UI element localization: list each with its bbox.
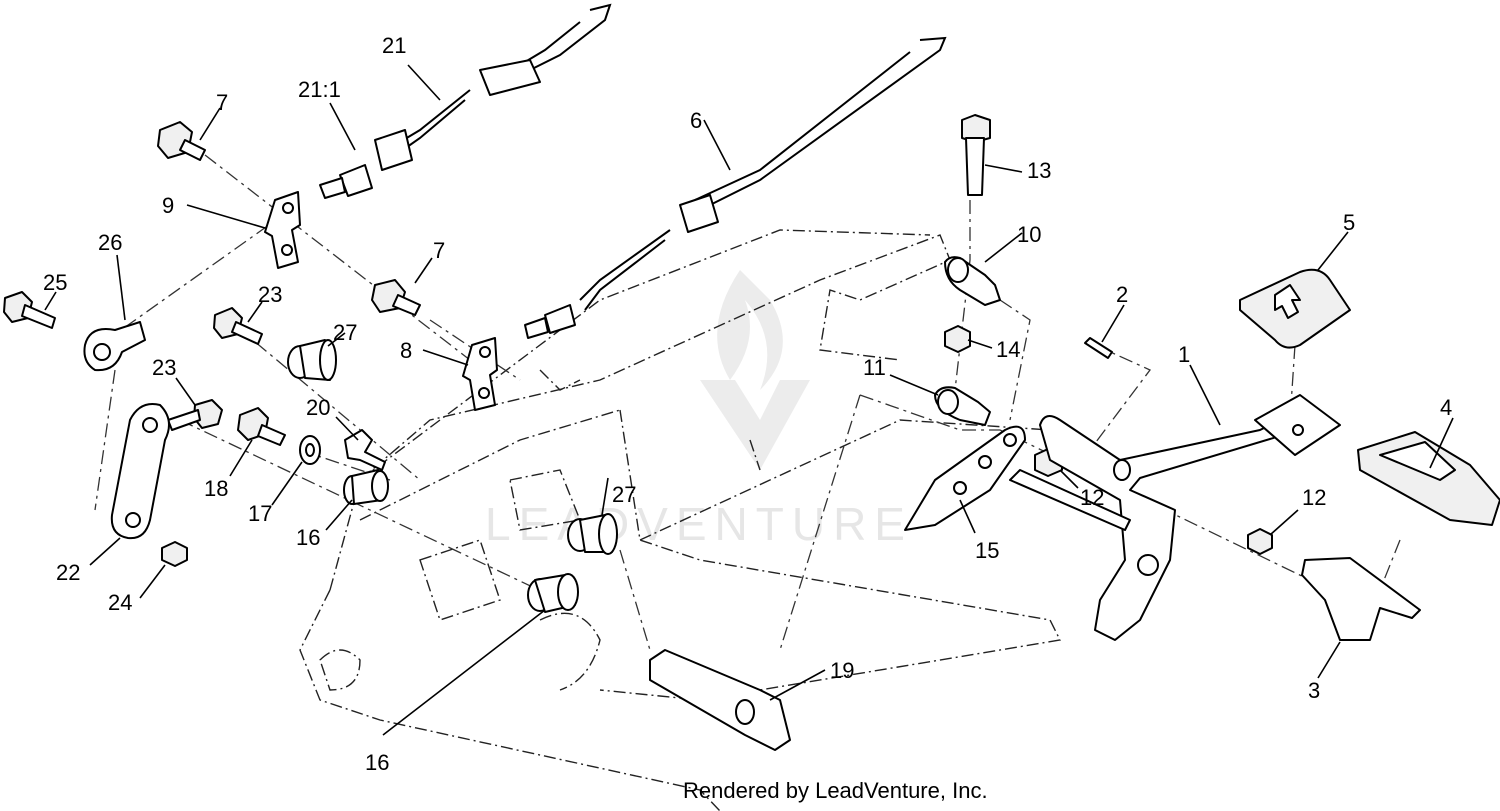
- callout-26: 26: [98, 230, 122, 255]
- part-14-nut: [944, 325, 971, 353]
- callout-1: 1: [1178, 342, 1190, 367]
- part-12-nut-right: [1247, 528, 1273, 555]
- callout-7-lower: 7: [433, 238, 445, 263]
- part-6-cable: [524, 36, 947, 339]
- part-25-bolt: [3, 291, 56, 329]
- callout-9: 9: [162, 193, 174, 218]
- part-19-rod: [649, 649, 791, 751]
- part-4-pedal: [1357, 431, 1500, 526]
- callout-8: 8: [400, 338, 412, 363]
- callout-15: 15: [975, 538, 999, 563]
- part-5-pad: [1239, 268, 1351, 349]
- callout-4: 4: [1440, 395, 1452, 420]
- part-27-bushing-lower: [567, 513, 618, 555]
- part-1-pedal-arm: [1009, 394, 1341, 641]
- callout-21: 21: [382, 33, 406, 58]
- part-16-spacer-lower: [527, 573, 579, 613]
- leader-lines: [44, 64, 1454, 736]
- part-17-washer: [299, 435, 321, 465]
- callout-19: 19: [830, 658, 854, 683]
- part-20-fitting: [344, 429, 386, 471]
- watermark: LEADVENTURE: [485, 270, 913, 550]
- callout-23-upper: 23: [258, 282, 282, 307]
- callout-23-lower: 23: [152, 355, 176, 380]
- mower-frame: [299, 229, 1062, 811]
- callout-18: 18: [204, 476, 228, 501]
- part-7-bolt-lower: [371, 279, 421, 316]
- callout-16-upper: 16: [296, 525, 320, 550]
- callout-22: 22: [56, 560, 80, 585]
- callout-17: 17: [248, 501, 272, 526]
- callout-27-upper: 27: [333, 320, 357, 345]
- part-9-bracket: [264, 191, 301, 269]
- callout-2: 2: [1116, 282, 1128, 307]
- part-2-pin: [1084, 337, 1113, 359]
- callout-6: 6: [690, 108, 702, 133]
- callout-12-left: 12: [1080, 485, 1104, 510]
- part-21-cable: [319, 3, 612, 199]
- callout-21-1: 21:1: [298, 77, 341, 102]
- footer-credit: Rendered by LeadVenture, Inc.: [683, 778, 988, 803]
- part-8-bracket: [462, 337, 498, 411]
- callout-12-right: 12: [1302, 485, 1326, 510]
- callout-14: 14: [996, 337, 1020, 362]
- part-22-arm: [110, 403, 170, 540]
- callout-labels: 1 2 3 4 5 6 7 7 8 9 10 11 12 12 13 14 15…: [43, 33, 1452, 775]
- callout-3: 3: [1308, 678, 1320, 703]
- part-11-pivot: [934, 386, 991, 426]
- callout-11: 11: [863, 355, 886, 380]
- callout-24: 24: [108, 590, 132, 615]
- callout-25: 25: [43, 270, 67, 295]
- callout-10: 10: [1017, 222, 1041, 247]
- part-23-bolt-upper: [213, 307, 263, 345]
- callout-20: 20: [306, 395, 330, 420]
- watermark-text: LEADVENTURE: [485, 498, 913, 550]
- part-3-bracket: [1301, 557, 1421, 641]
- part-16-spacer-upper: [343, 469, 389, 505]
- callout-27-lower: 27: [612, 482, 636, 507]
- part-26-rod-end: [83, 321, 146, 372]
- callout-7-upper: 7: [216, 90, 228, 115]
- callout-5: 5: [1343, 210, 1355, 235]
- part-23-bolt-lower: [167, 399, 223, 431]
- part-18-bolt: [237, 407, 286, 446]
- part-24-nut: [161, 541, 188, 567]
- part-27-bushing-upper: [287, 339, 337, 381]
- part-10-pivot: [944, 256, 1001, 306]
- part-7-bolt-upper: [157, 121, 206, 161]
- part-13-bolt: [961, 114, 991, 196]
- callout-13: 13: [1027, 158, 1051, 183]
- part-15-plate: [904, 425, 1026, 531]
- callout-16-lower: 16: [365, 750, 389, 775]
